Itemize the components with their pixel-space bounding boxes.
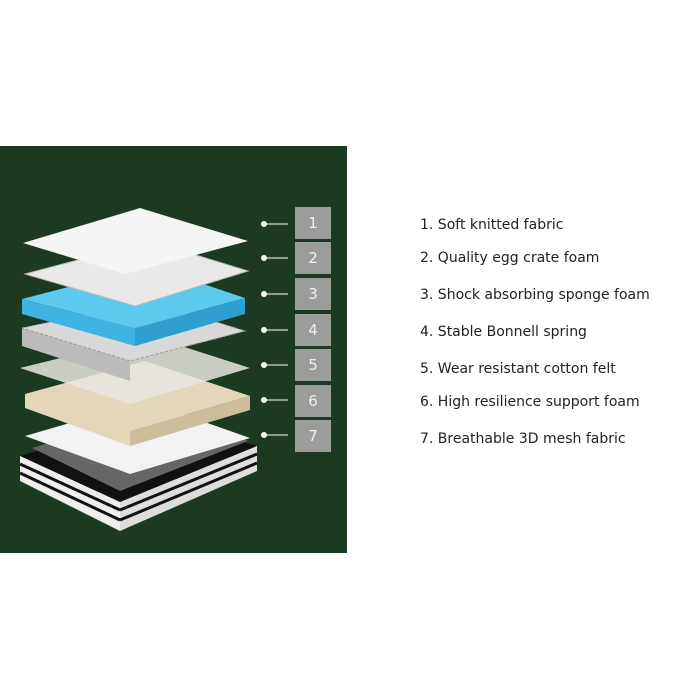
layer-label: 2. Quality egg crate foam <box>420 250 600 266</box>
layer-number-badge: 7 <box>295 420 331 452</box>
layer-5-cotton-felt <box>20 336 250 404</box>
layer-label: 6. High resilience support foam <box>420 394 640 410</box>
layer-label: 1. Soft knitted fabric <box>420 217 564 233</box>
layer-number-badge: 4 <box>295 314 331 346</box>
layer-number-badge: 3 <box>295 278 331 310</box>
mattress-diagram-panel <box>0 146 347 553</box>
layer-number-badge: 5 <box>295 349 331 381</box>
layer-label: 7. Breathable 3D mesh fabric <box>420 431 626 447</box>
layer-number-badge: 6 <box>295 385 331 417</box>
mattress-layers-illustration <box>19 208 258 531</box>
leader-lines <box>261 221 288 438</box>
layer-1-knitted-fabric <box>23 208 248 274</box>
layer-label: 4. Stable Bonnell spring <box>420 324 587 340</box>
layer-label: 3. Shock absorbing sponge foam <box>420 287 650 303</box>
layer-number-badge: 1 <box>295 207 331 239</box>
layer-label: 5. Wear resistant cotton felt <box>420 361 616 377</box>
layer-number-badge: 2 <box>295 242 331 274</box>
